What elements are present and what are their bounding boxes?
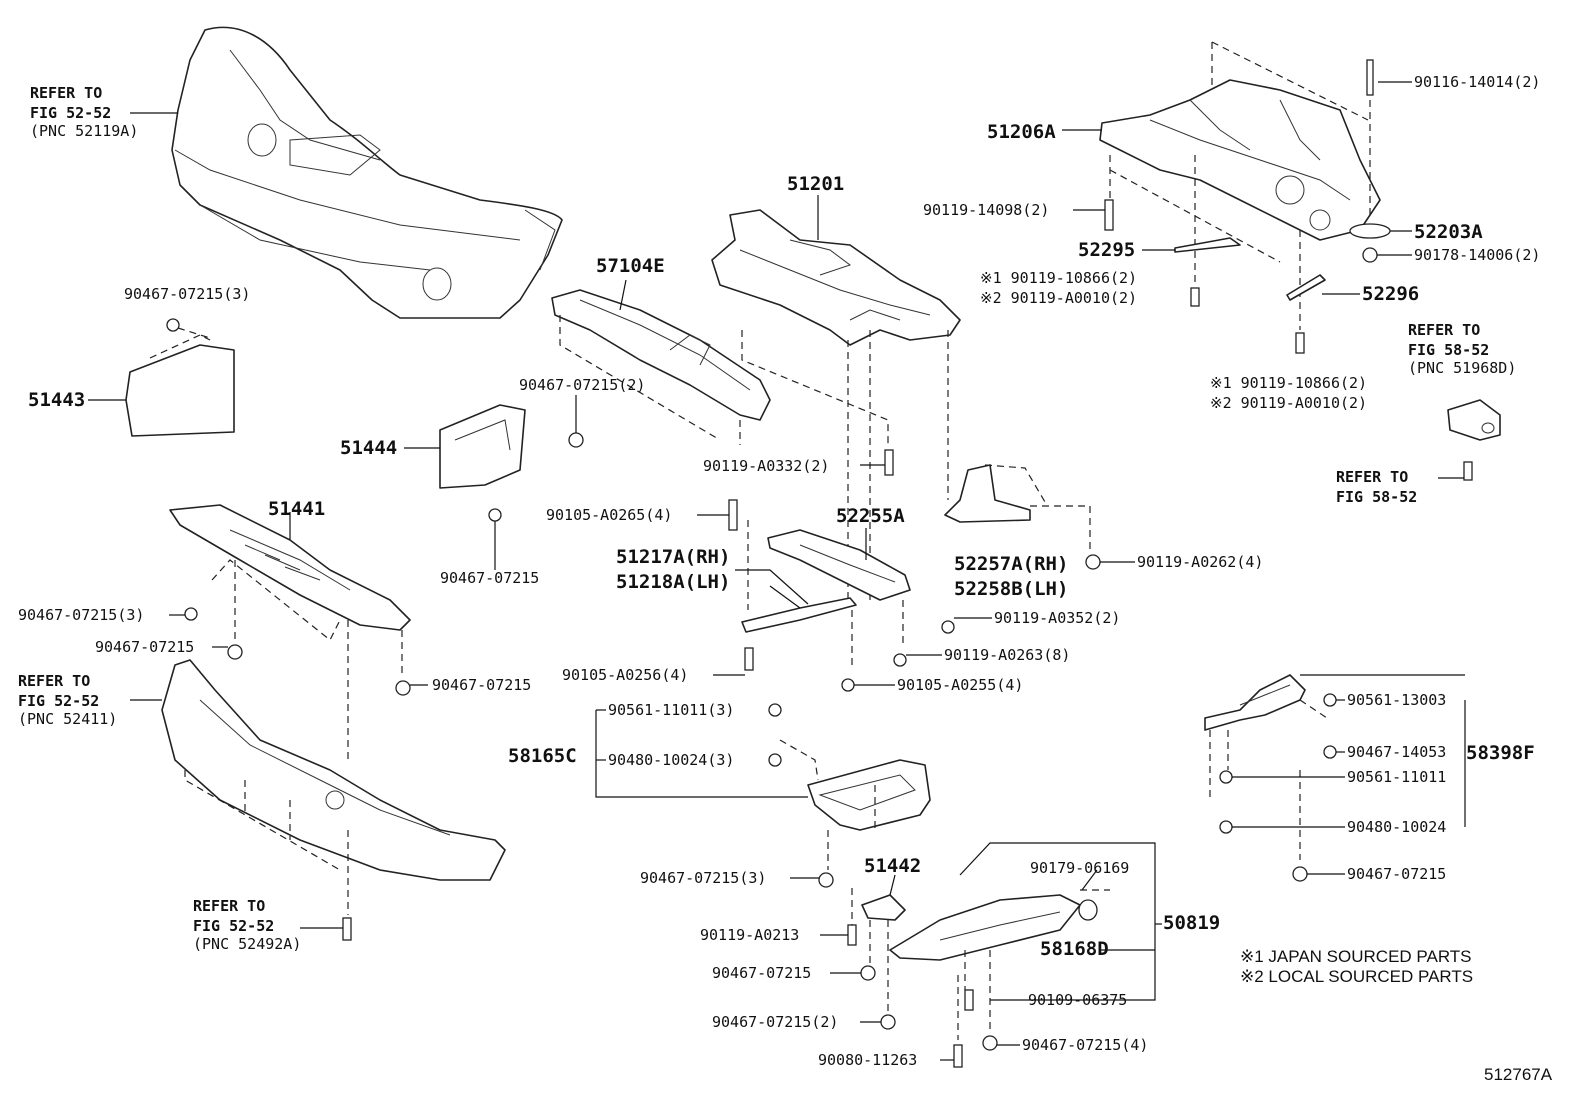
labels: REFER TO FIG 52-52 (PNC 52119A) REFER TO… bbox=[18, 73, 1553, 1084]
part-50819 bbox=[889, 842, 1162, 1068]
figure-code: 512767A bbox=[1484, 1065, 1553, 1084]
part-label: ※2 90119-A0010(2) bbox=[980, 289, 1137, 307]
ref-label: FIG 58-52 bbox=[1336, 488, 1417, 506]
part-51443 bbox=[125, 318, 235, 437]
part-label: 90116-14014(2) bbox=[1414, 73, 1540, 91]
note-japan-sourced: ※1 JAPAN SOURCED PARTS bbox=[1240, 947, 1472, 966]
ref-label: FIG 52-52 bbox=[30, 104, 111, 122]
part-label: 90105-A0256(4) bbox=[562, 666, 688, 684]
part-label: 90119-14098(2) bbox=[923, 201, 1049, 219]
ref-label: (PNC 52119A) bbox=[30, 122, 138, 140]
part-label: 90467-07215 bbox=[440, 569, 539, 587]
part-label: 90119-A0262(4) bbox=[1137, 553, 1263, 571]
part-label: ※1 90119-10866(2) bbox=[1210, 374, 1367, 392]
part-51444 bbox=[439, 395, 584, 570]
part-label: 90561-11011(3) bbox=[608, 701, 734, 719]
ref-label: FIG 52-52 bbox=[193, 917, 274, 935]
part-label: 90119-A0213 bbox=[700, 926, 799, 944]
part-label: 90178-14006(2) bbox=[1414, 246, 1540, 264]
part-label: 90467-07215 bbox=[432, 676, 531, 694]
ref-label: REFER TO bbox=[193, 897, 265, 915]
part-label: 90105-A0255(4) bbox=[897, 676, 1023, 694]
part-label-58168D: 58168D bbox=[1040, 938, 1109, 960]
part-label: 90467-07215 bbox=[95, 638, 194, 656]
part-label-51217A: 51217A(RH) bbox=[616, 546, 730, 568]
part-label-51442: 51442 bbox=[864, 855, 921, 877]
part-57104E bbox=[551, 289, 771, 445]
ref-label: REFER TO bbox=[30, 84, 102, 102]
part-52257A bbox=[941, 464, 1135, 634]
part-label: 90467-07215(2) bbox=[519, 376, 645, 394]
part-label: 90080-11263 bbox=[818, 1051, 917, 1069]
part-label: 90467-07215 bbox=[712, 964, 811, 982]
part-label-52258B: 52258B(LH) bbox=[954, 578, 1068, 600]
part-51441 bbox=[169, 504, 428, 696]
part-label: 90480-10024(3) bbox=[608, 751, 734, 769]
part-label: 90179-06169 bbox=[1030, 859, 1129, 877]
part-label-51201: 51201 bbox=[787, 173, 844, 195]
part-label-58165C: 58165C bbox=[508, 745, 577, 767]
ref-label: (PNC 52411) bbox=[18, 710, 117, 728]
part-58398F bbox=[1204, 674, 1466, 882]
part-label: 90109-06375 bbox=[1028, 991, 1127, 1009]
part-label-50819: 50819 bbox=[1163, 912, 1220, 934]
part-label: 90467-07215(3) bbox=[124, 285, 250, 303]
part-label-52203A: 52203A bbox=[1414, 221, 1483, 243]
part-label-51443: 51443 bbox=[28, 389, 85, 411]
part-label-51206A: 51206A bbox=[987, 121, 1056, 143]
front-bumper-upper bbox=[171, 26, 563, 319]
ref-label: FIG 58-52 bbox=[1408, 341, 1489, 359]
part-label: 90105-A0265(4) bbox=[546, 506, 672, 524]
bracket-ref-58-52 bbox=[1438, 399, 1501, 481]
part-label: 90119-A0263(8) bbox=[944, 646, 1070, 664]
part-label: 90561-13003 bbox=[1347, 691, 1446, 709]
part-label: 90467-07215(3) bbox=[640, 869, 766, 887]
part-51206A bbox=[1062, 41, 1412, 354]
ref-label: REFER TO bbox=[1336, 468, 1408, 486]
part-label: ※2 90119-A0010(2) bbox=[1210, 394, 1367, 412]
part-label: 90467-07215 bbox=[1347, 865, 1446, 883]
part-label-57104E: 57104E bbox=[596, 255, 665, 277]
part-label-58398F: 58398F bbox=[1466, 742, 1535, 764]
leaders bbox=[88, 112, 885, 609]
part-label-52257A: 52257A(RH) bbox=[954, 553, 1068, 575]
part-label-51441: 51441 bbox=[268, 498, 325, 520]
part-51442 bbox=[820, 874, 906, 1030]
note-local-sourced: ※2 LOCAL SOURCED PARTS bbox=[1240, 967, 1473, 986]
part-label-51444: 51444 bbox=[340, 437, 397, 459]
part-label: 90119-A0352(2) bbox=[994, 609, 1120, 627]
part-label-52296: 52296 bbox=[1362, 283, 1419, 305]
part-58165C bbox=[595, 703, 931, 888]
ref-label: REFER TO bbox=[1408, 321, 1480, 339]
part-52255A bbox=[767, 528, 911, 601]
part-label-52255A: 52255A bbox=[836, 505, 905, 527]
part-label: ※1 90119-10866(2) bbox=[980, 269, 1137, 287]
part-label: 90561-11011 bbox=[1347, 768, 1446, 786]
part-label: 90467-07215(3) bbox=[18, 606, 144, 624]
part-label: 90119-A0332(2) bbox=[703, 457, 829, 475]
part-label: 90467-07215(2) bbox=[712, 1013, 838, 1031]
part-label: 90467-07215(4) bbox=[1022, 1036, 1148, 1054]
ref-label: FIG 52-52 bbox=[18, 692, 99, 710]
part-label-51218A: 51218A(LH) bbox=[616, 571, 730, 593]
front-bumper-lower bbox=[130, 620, 506, 941]
ref-label: (PNC 51968D) bbox=[1408, 359, 1516, 377]
ref-label: (PNC 52492A) bbox=[193, 935, 301, 953]
part-label: 90467-14053 bbox=[1347, 743, 1446, 761]
part-label-52295: 52295 bbox=[1078, 239, 1135, 261]
part-label: 90480-10024 bbox=[1347, 818, 1446, 836]
ref-label: REFER TO bbox=[18, 672, 90, 690]
